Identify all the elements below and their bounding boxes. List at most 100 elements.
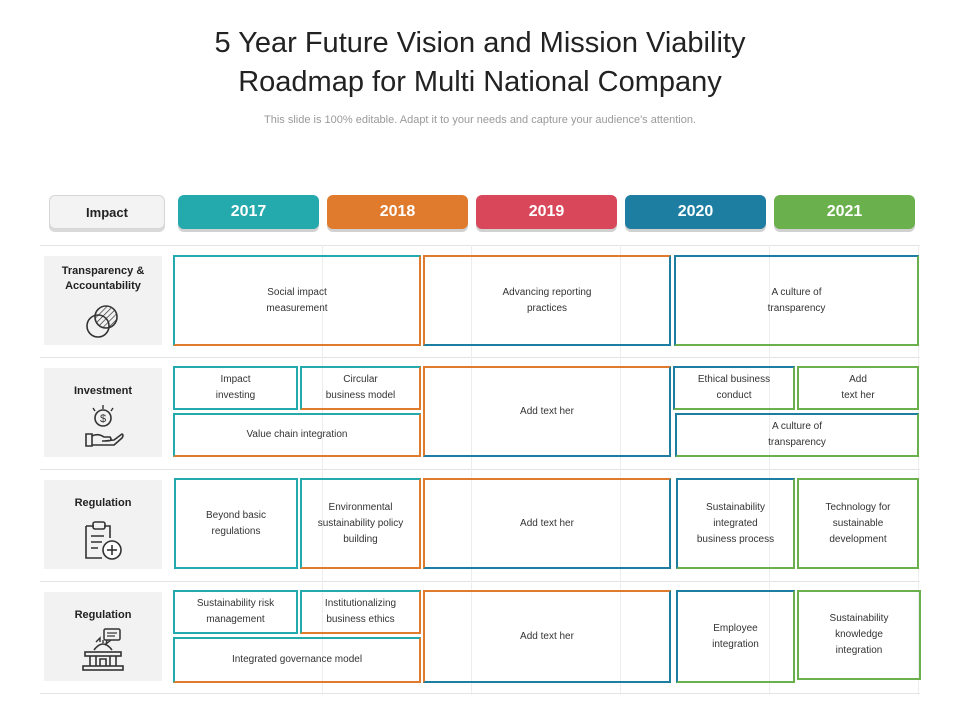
impact-header: Impact: [49, 195, 165, 229]
cell-text: Circular business model: [326, 372, 395, 404]
cell-advancing-reporting-practices: Advancing reporting practices: [423, 255, 671, 346]
column-divider: [471, 245, 472, 695]
grid-line: [40, 357, 920, 358]
cell-text: Add text her: [520, 629, 574, 645]
cell-text-line: Social impact: [267, 286, 327, 298]
row-label: Transparency & Accountability: [61, 265, 145, 292]
cell-text-line: Add text her: [520, 405, 574, 417]
cell-text-line: sustainable: [832, 517, 884, 529]
cell-text: Value chain integration: [247, 427, 348, 443]
cell-text-line: Institutionalizing: [324, 598, 397, 609]
slide-title: 5 Year Future Vision and Mission Viabili…: [0, 24, 960, 102]
venn-diagram-icon: [86, 305, 118, 338]
cell-text-line: Beyond basic: [205, 509, 267, 521]
row-label: Regulation: [74, 609, 132, 621]
svg-text:$: $: [100, 413, 106, 425]
cell-add-text: Add text her: [423, 590, 671, 683]
cell-text: Advancing reporting practices: [503, 285, 592, 317]
cell-text-line: Sustainability: [829, 613, 889, 624]
cell-text-line: Add: [849, 374, 867, 385]
cell-environmental-sustainability-policy: Environmental sustainability policy buildi…: [300, 478, 421, 569]
cell-text: Add text her: [841, 372, 874, 404]
row-label: Regulation: [74, 497, 132, 509]
column-divider: [769, 245, 770, 695]
cell-circular-business-model: Circular business model: [300, 366, 421, 410]
row-header-regulation: Regulation: [44, 480, 162, 569]
cell-text: Institutionalizing business ethics: [325, 596, 396, 628]
cell-text-line: building: [343, 533, 378, 545]
cell-text: Add text her: [520, 516, 574, 532]
grid-line: [40, 245, 920, 246]
cell-sustainability-risk-management: Sustainability risk management: [173, 590, 298, 634]
cell-text-line: conduct: [716, 390, 752, 401]
cell-text-line: Advancing reporting: [502, 286, 592, 298]
cell-technology-for-sustainable-development: Technology for sustainable development: [797, 478, 919, 569]
cell-text-line: knowledge: [835, 629, 883, 640]
cell-text-line: business model: [325, 390, 396, 401]
cell-text-line: Circular: [343, 374, 378, 385]
grid-line: [40, 469, 920, 470]
cell-text-line: regulations: [211, 525, 261, 537]
cell-text: Technology for sustainable development: [825, 500, 890, 548]
cell-social-impact-measurement: Social impact measurement: [173, 255, 421, 346]
cell-text-line: measurement: [266, 302, 328, 314]
slide-subtitle: This slide is 100% editable. Adapt it to…: [264, 114, 696, 126]
cell-text-line: Sustainability risk: [196, 598, 275, 609]
cell-text: Sustainability risk management: [197, 596, 274, 628]
cell-text-line: development: [829, 533, 887, 545]
year-2017-header: 2017: [178, 195, 319, 229]
row-header-regulation-2: Regulation: [44, 592, 162, 681]
cell-text-line: Add text her: [520, 630, 574, 642]
cell-text: Add text her: [520, 404, 574, 420]
cell-text-line: Integrated governance model: [231, 654, 363, 665]
column-divider: [322, 245, 323, 695]
cell-impact-investing: Impact investing: [173, 366, 298, 410]
grid-line: [40, 693, 920, 694]
year-2020-header: 2020: [625, 195, 766, 229]
cell-text: Impact investing: [216, 372, 255, 404]
cell-text-line: text her: [841, 390, 875, 401]
cell-value-chain-integration: Value chain integration: [173, 413, 421, 457]
row-label: Investment: [73, 385, 133, 397]
cell-text: Ethical business conduct: [698, 372, 770, 404]
row-header-transparency: Transparency & Accountability: [44, 256, 162, 345]
cell-beyond-basic-regulations: Beyond basic regulations: [174, 478, 298, 569]
cell-text: Integrated governance model: [232, 652, 362, 668]
cell-text-line: management: [206, 614, 265, 625]
cell-text-line: investing: [215, 390, 256, 401]
cell-text-line: Environmental: [328, 501, 393, 513]
cell-text-line: sustainability policy: [317, 517, 404, 529]
cell-add-text: Add text her: [423, 366, 671, 457]
clipboard-add-icon: [85, 521, 122, 560]
title-line-2: Roadmap for Multi National Company: [238, 66, 722, 98]
cell-text-line: Technology for: [825, 501, 891, 513]
title-line-1: 5 Year Future Vision and Mission Viabili…: [214, 27, 746, 59]
cell-text-line: Ethical business: [697, 374, 771, 385]
cell-text: Social impact measurement: [266, 285, 327, 317]
cell-text-line: practices: [526, 302, 567, 314]
cell-text-line: Sustainability: [706, 501, 765, 513]
cell-integrated-governance-model: Integrated governance model: [173, 637, 421, 683]
cell-text-line: Impact: [220, 374, 251, 385]
cell-add-text: Add text her: [423, 478, 671, 569]
column-divider: [918, 245, 919, 695]
cell-text-line: Value chain integration: [246, 429, 348, 440]
year-2021-header: 2021: [774, 195, 915, 229]
cell-text-line: integrated: [713, 517, 758, 529]
year-2018-header: 2018: [327, 195, 468, 229]
cell-institutionalizing-business-ethics: Institutionalizing business ethics: [300, 590, 421, 634]
row-header-investment: Investment $: [44, 368, 162, 457]
cell-text-line: Employee: [713, 622, 758, 634]
cell-text: Beyond basic regulations: [206, 508, 266, 540]
column-divider: [620, 245, 621, 695]
cell-text-line: business ethics: [326, 614, 395, 625]
cell-ethical-business-conduct: Ethical business conduct: [673, 366, 795, 410]
